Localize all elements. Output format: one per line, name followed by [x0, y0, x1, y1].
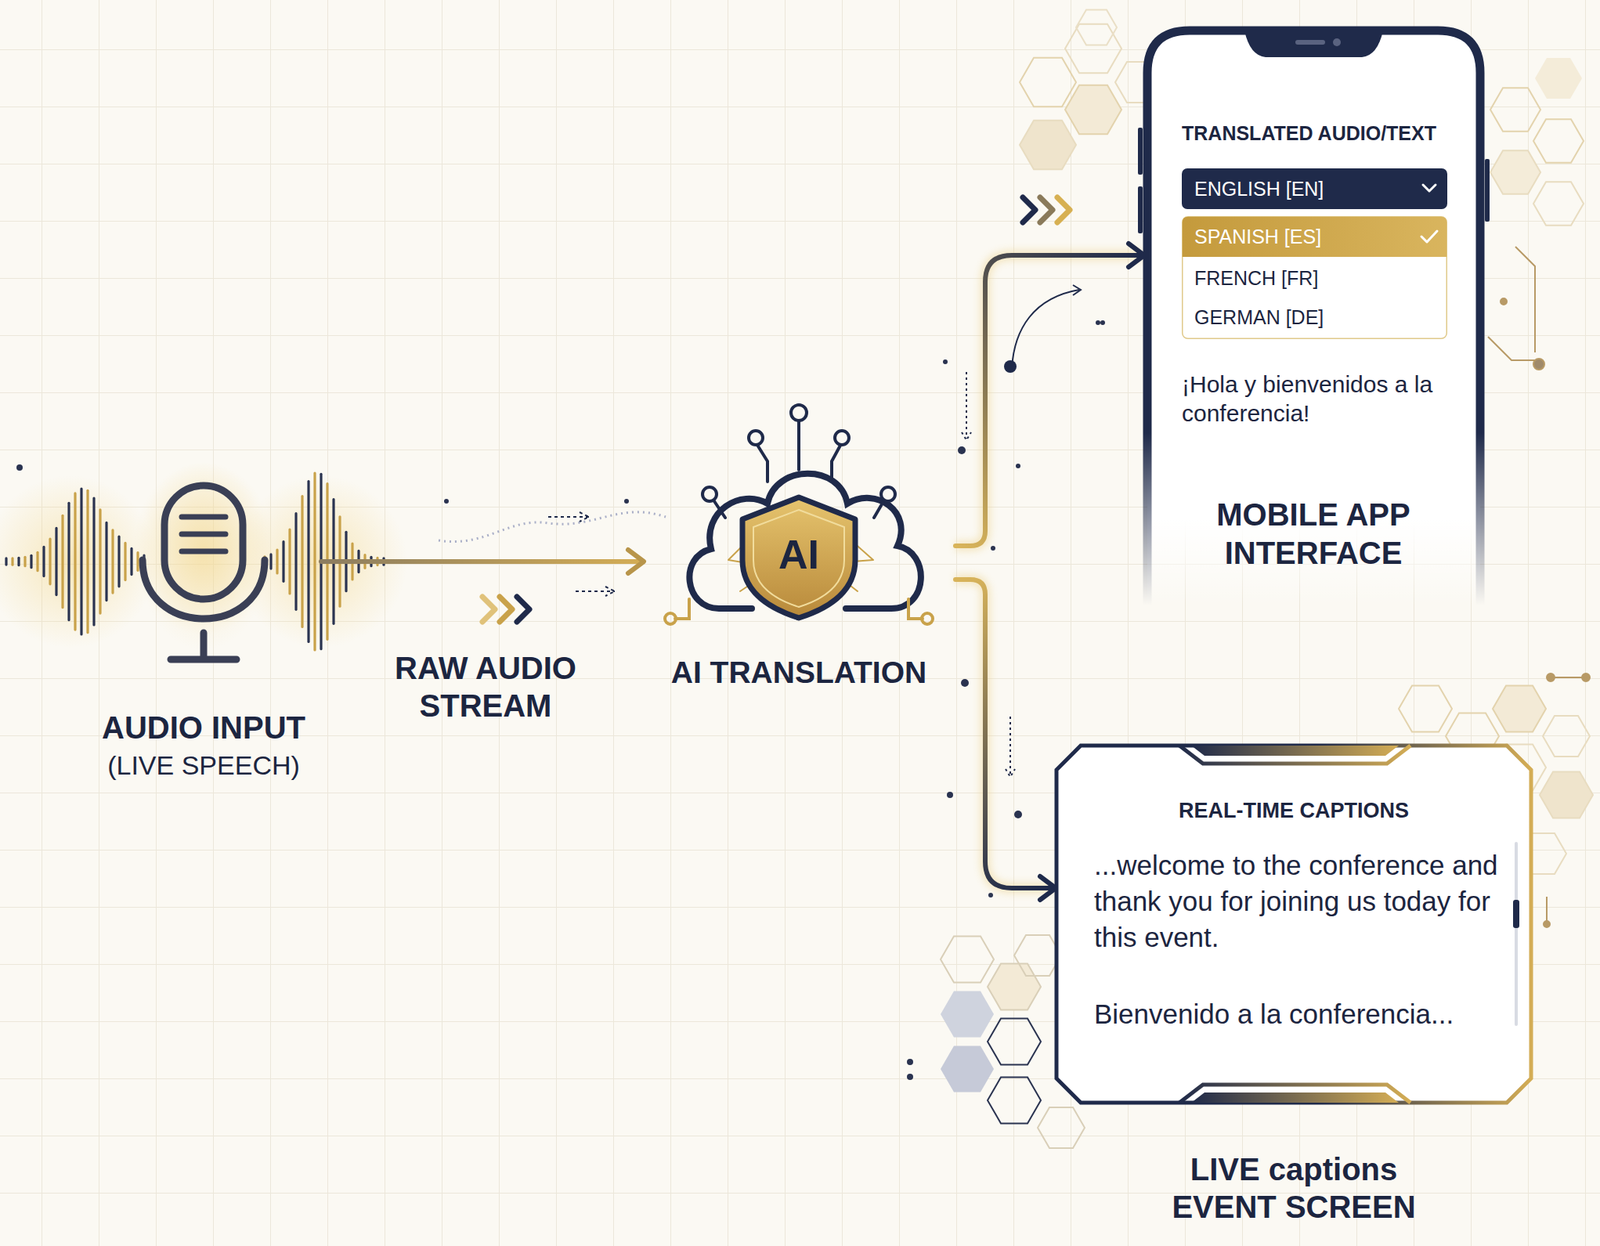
flow-hint — [1072, 285, 1081, 296]
dropdown-value: ENGLISH [EN] — [1194, 176, 1414, 202]
flow-hint — [1011, 289, 1080, 369]
flow-arrow — [321, 559, 643, 564]
hexagon-pattern — [940, 10, 1593, 1149]
node-subtitle: (LIVE SPEECH) — [86, 749, 322, 782]
microphone-node: AUDIO INPUT(LIVE SPEECH) — [86, 469, 322, 799]
phone-node: TRANSLATED AUDIO/TEXT ¡Hola y bienvenidos… — [1142, 25, 1485, 593]
translated-text: ¡Hola y bienvenidos a la conferencia! — [1181, 370, 1456, 428]
node-heading: AUDIO INPUT — [86, 708, 322, 748]
connector-glow — [955, 255, 1143, 546]
shield-label: AI — [642, 530, 956, 580]
glow — [0, 475, 157, 648]
caption-screen: REAL-TIME CAPTIONS ...welcome to the conf… — [1054, 743, 1534, 1106]
language-dropdown: ENGLISH [EN] — [1181, 168, 1448, 210]
flow-arrow — [955, 579, 1055, 889]
connector-glow — [321, 556, 643, 568]
panel-heading: TRANSLATED AUDIO/TEXT — [1181, 121, 1472, 146]
microphone-node-shape — [86, 469, 322, 799]
ai-translation-node: AI AI TRANSLATION — [642, 403, 956, 709]
language-list: SPANISH [ES] FRENCH [FR] GERMAN [DE] — [1181, 216, 1448, 340]
dot — [1004, 360, 1017, 373]
list-item: FRENCH [FR] — [1194, 266, 1414, 291]
list-item: GERMAN [DE] — [1194, 305, 1414, 330]
list-item: SPANISH [ES] — [1194, 224, 1414, 250]
flow-hint — [1005, 716, 1015, 777]
flow-hint — [548, 512, 589, 522]
flow-hint — [575, 586, 615, 596]
node-heading: AI TRANSLATION — [642, 653, 956, 692]
node-heading: MOBILE APP INTERFACE — [1164, 495, 1463, 573]
edge-label: RAW AUDIO STREAM — [379, 649, 592, 725]
flow-hint — [961, 372, 972, 441]
node-heading: LIVE captions EVENT SCREEN — [1152, 1150, 1435, 1226]
panel-heading: REAL-TIME CAPTIONS — [1054, 798, 1534, 824]
flow-arrow — [955, 255, 1143, 546]
particles — [16, 320, 1106, 1080]
connector-glow — [955, 579, 1055, 889]
caption-text: Bienvenido a la conferencia... — [1094, 997, 1510, 1032]
particle-stream — [438, 512, 666, 542]
caption-text: ...welcome to the conference and thank y… — [1094, 847, 1510, 957]
